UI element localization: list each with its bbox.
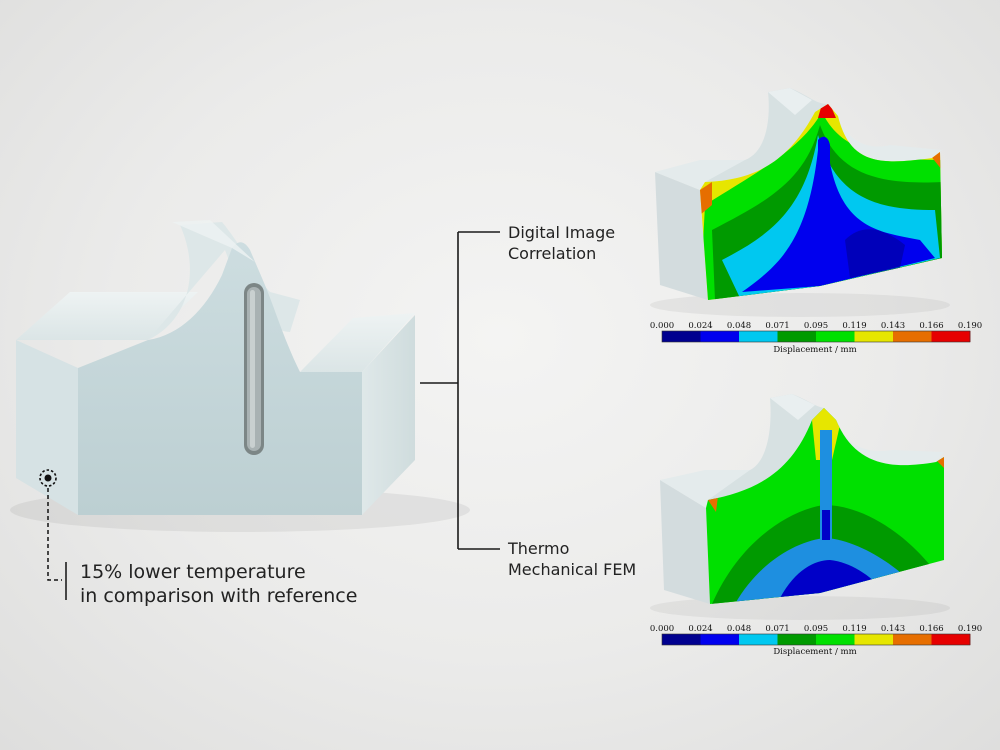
measurement-leader-line (47, 488, 62, 581)
fem-colorbar-tick-label: 0.048 (727, 624, 751, 634)
fem-colorbar-swatches (661, 633, 971, 646)
measurement-point-icon (39, 469, 57, 487)
dic-colorbar-label: Displacement / mm (773, 345, 856, 355)
fem-colorbar-swatch (700, 634, 740, 645)
dic-colorbar-tick-label: 0.190 (958, 321, 982, 331)
fem-colorbar-tick-label: 0.166 (919, 624, 943, 634)
dic-colorbar-ticks: 0.000 0.024 0.048 0.071 0.095 0.119 0.143 0.166… (650, 321, 982, 331)
dic-colorbar-tick-label: 0.071 (765, 321, 789, 331)
fem-colorbar-swatch (662, 634, 701, 645)
dic-colorbar-swatch (931, 331, 971, 342)
dic-label: Digital Image Correlation (508, 222, 615, 264)
fem-colorbar-swatch (777, 634, 817, 645)
dic-colorbar-tick-label: 0.166 (919, 321, 943, 331)
fem-colorbar-ticks: 0.000 0.024 0.048 0.071 0.095 0.119 0.143 0.166… (650, 624, 982, 634)
fem-colorbar-swatch (816, 634, 855, 645)
dic-colorbar-swatch (662, 331, 701, 342)
fem-colorbar-swatch (893, 634, 932, 645)
dic-colorbar-tick-label: 0.119 (842, 321, 866, 331)
temperature-note-line1: 15% lower temperature (80, 561, 306, 583)
fem-colorbar-tick-label: 0.190 (958, 624, 982, 634)
dic-colorbar-tick-label: 0.024 (688, 321, 712, 331)
dic-label-line1: Digital Image (508, 223, 616, 242)
fem-colorbar-tick-label: 0.000 (650, 624, 674, 634)
dic-colorbar-swatch (700, 331, 740, 342)
fem-colorbar-swatch (854, 634, 894, 645)
fem-colorbar-frame (661, 633, 971, 646)
dic-colorbar-tick-label: 0.095 (804, 321, 828, 331)
fem-colorbar-label: Displacement / mm (773, 647, 856, 657)
dic-result-block (650, 88, 950, 317)
dic-colorbar-tick-label: 0.000 (650, 321, 674, 331)
fem-colorbar-tick-label: 0.095 (804, 624, 828, 634)
reference-block (10, 220, 470, 532)
dic-colorbar-swatch (739, 331, 778, 342)
fem-label-line2: Mechanical FEM (508, 560, 637, 579)
fem-colorbar-tick-label: 0.119 (842, 624, 866, 634)
dic-colorbar-swatch (816, 331, 855, 342)
fem-colorbar-tick-label: 0.143 (881, 624, 905, 634)
fem-colorbar-tick-label: 0.071 (765, 624, 789, 634)
fem-colorbar-swatch (739, 634, 778, 645)
fem-colorbar-tick-label: 0.024 (688, 624, 712, 634)
dic-colorbar-frame (661, 330, 971, 343)
dic-colorbar-swatch (893, 331, 932, 342)
temperature-note-line2: in comparison with reference (80, 585, 358, 607)
fem-result-block (650, 394, 950, 620)
dic-colorbar-swatches (661, 330, 971, 343)
dic-label-line2: Correlation (508, 244, 597, 263)
dic-colorbar-swatch (777, 331, 817, 342)
fem-colorbar: 0.000 0.024 0.048 0.071 0.095 0.119 0.143 0.166… (650, 624, 982, 657)
dic-colorbar-tick-label: 0.048 (727, 321, 751, 331)
dic-colorbar-tick-label: 0.143 (881, 321, 905, 331)
dic-colorbar: 0.000 0.024 0.048 0.071 0.095 0.119 0.143 0.166… (650, 321, 982, 355)
fem-label: Thermo Mechanical FEM (508, 538, 636, 580)
fem-colorbar-swatch (931, 634, 971, 645)
connector-bracket (420, 231, 500, 550)
fem-label-line1: Thermo (508, 539, 570, 558)
temperature-note: 15% lower temperature in comparison with… (80, 560, 357, 608)
dic-colorbar-swatch (854, 331, 894, 342)
